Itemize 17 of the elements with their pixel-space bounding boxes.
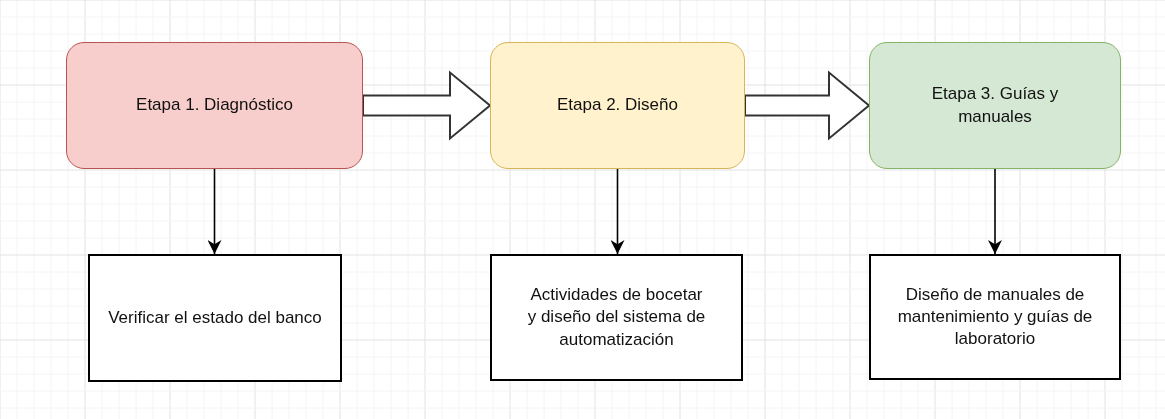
arrow	[988, 168, 1002, 255]
block-arrow	[362, 70, 492, 141]
node-text: Etapa 1. Diagnóstico	[136, 94, 293, 117]
stage-box	[66, 42, 363, 169]
description-box	[869, 254, 1121, 380]
node-text: Etapa 3. Guías y manuales	[930, 83, 1060, 128]
description-box	[88, 254, 342, 382]
node-text: Verificar el estado del banco	[108, 306, 322, 329]
node-text: Actividades de bocetar y diseño del sistema de automatización	[526, 284, 707, 351]
node-text: Etapa 2. Diseño	[557, 94, 678, 117]
arrow	[610, 168, 625, 255]
stage-box	[490, 42, 745, 169]
description-box	[490, 254, 743, 381]
block-arrow	[744, 70, 871, 141]
node-text: Diseño de manuales de mantenimiento y guías de laboratorio	[896, 283, 1094, 351]
arrow	[207, 168, 222, 255]
stage-box	[869, 42, 1121, 169]
